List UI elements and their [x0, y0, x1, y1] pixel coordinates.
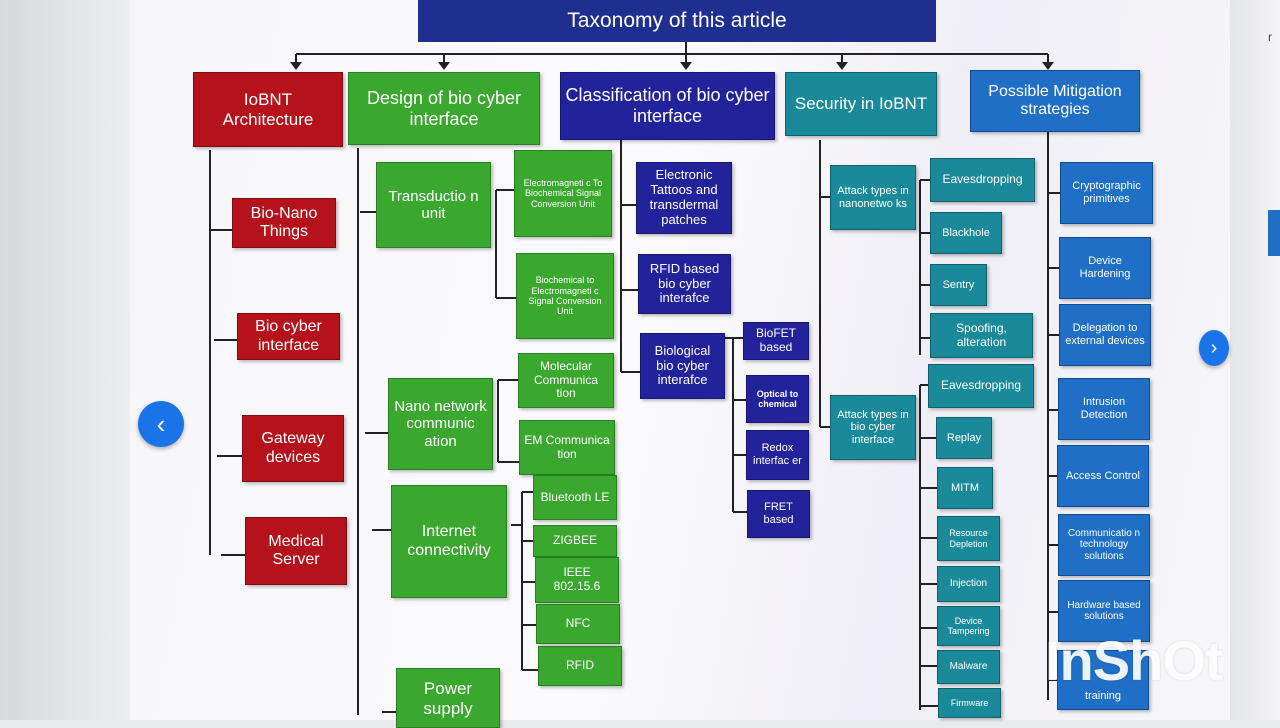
category-classification-bio-cyber-interface: Classification of bio cyber interface — [560, 72, 775, 140]
class-rfid-based: RFID based bio cyber interafce — [638, 254, 731, 314]
security-attack-types-nanonetworks: Attack types in nanonetwo ks — [830, 165, 916, 230]
design-em-communication: EM Communica tion — [519, 420, 615, 475]
monitor-bezel-right — [1230, 0, 1280, 720]
design-zigbee: ZIGBEE — [533, 525, 617, 557]
mitigation-intrusion-detection: Intrusion Detection — [1058, 378, 1150, 440]
attack-mitm: MITM — [937, 467, 993, 509]
edge-fragment: r — [1268, 30, 1272, 44]
arch-item-gateway-devices: Gateway devices — [242, 415, 344, 482]
mitigation-cryptographic-primitives: Cryptographic primitives — [1060, 162, 1153, 224]
attack-firmware: Firmware — [938, 688, 1001, 718]
chevron-right-icon: › — [1210, 336, 1218, 359]
attack-replay: Replay — [936, 417, 992, 459]
arch-item-bio-cyber-interface: Bio cyber interface — [237, 313, 340, 360]
design-transduction-unit: Transductio n unit — [376, 162, 491, 248]
attack-sentry: Sentry — [930, 264, 987, 306]
design-biochemical-to-em: Biochemical to Electromagneti c Signal C… — [516, 253, 614, 339]
arch-item-medical-server: Medical Server — [245, 517, 347, 585]
class-biological: Biological bio cyber interafce — [640, 333, 725, 399]
category-iobnt-architecture: IoBNT Architecture — [193, 72, 343, 147]
class-electronic-tattoos: Electronic Tattoos and transdermal patch… — [636, 162, 732, 234]
attack-malware: Malware — [937, 650, 1000, 684]
security-attack-types-bio-cyber: Attack types in bio cyber interface — [830, 395, 916, 460]
previous-slide-button[interactable]: ‹ — [138, 401, 184, 447]
design-internet-connectivity: Internet connectivity — [391, 485, 507, 598]
mitigation-hardware-based: Hardware based solutions — [1058, 580, 1150, 642]
mitigation-training: training — [1057, 650, 1149, 710]
class-optical-to-chemical: Optical to chemical — [746, 375, 809, 423]
mitigation-access-control: Access Control — [1057, 445, 1149, 507]
design-nfc: NFC — [536, 604, 620, 644]
design-bluetooth-le: Bluetooth LE — [533, 475, 617, 520]
attack-injection: Injection — [937, 566, 1000, 602]
chevron-left-icon: ‹ — [156, 408, 166, 439]
attack-blackhole: Blackhole — [930, 212, 1002, 254]
mitigation-communication-technology: Communicatio n technology solutions — [1058, 514, 1150, 576]
design-molecular-communication: Molecular Communica tion — [518, 353, 614, 408]
attack-resource-depletion: Resource Depletion — [937, 516, 1000, 561]
next-slide-button[interactable]: › — [1199, 330, 1229, 366]
design-em-to-biochemical: Electromagneti c To Biochemical Signal C… — [514, 150, 612, 237]
design-ieee-802-15-6: IEEE 802.15.6 — [535, 557, 619, 603]
category-mitigation-strategies: Possible Mitigation strategies — [970, 70, 1140, 132]
arch-item-bio-nano-things: Bio-Nano Things — [232, 198, 336, 248]
attack-device-tampering: Device Tampering — [937, 606, 1000, 646]
attack-eavesdropping-bio: Eavesdropping — [928, 364, 1034, 408]
design-rfid: RFID — [538, 646, 622, 686]
class-fret-based: FRET based — [747, 490, 810, 538]
category-security-in-iobnt: Security in IoBNT — [785, 72, 937, 136]
attack-spoofing-alteration: Spoofing, alteration — [930, 313, 1033, 358]
design-nano-network-communication: Nano network communic ation — [388, 378, 493, 470]
inshot-watermark: InShOt — [1045, 629, 1224, 692]
category-design-bio-cyber-interface: Design of bio cyber interface — [348, 72, 540, 145]
taxonomy-title: Taxonomy of this article — [418, 0, 936, 42]
attack-eavesdropping-nano: Eavesdropping — [930, 158, 1035, 202]
mitigation-device-hardening: Device Hardening — [1059, 237, 1151, 299]
mitigation-delegation: Delegation to external devices — [1059, 304, 1151, 366]
class-redox-interface: Redox interfac er — [746, 430, 809, 480]
monitor-bezel-left — [0, 0, 130, 720]
offscreen-panel-edge — [1268, 210, 1280, 256]
class-biofet-based: BioFET based — [743, 322, 809, 360]
design-power-supply: Power supply — [396, 668, 500, 728]
